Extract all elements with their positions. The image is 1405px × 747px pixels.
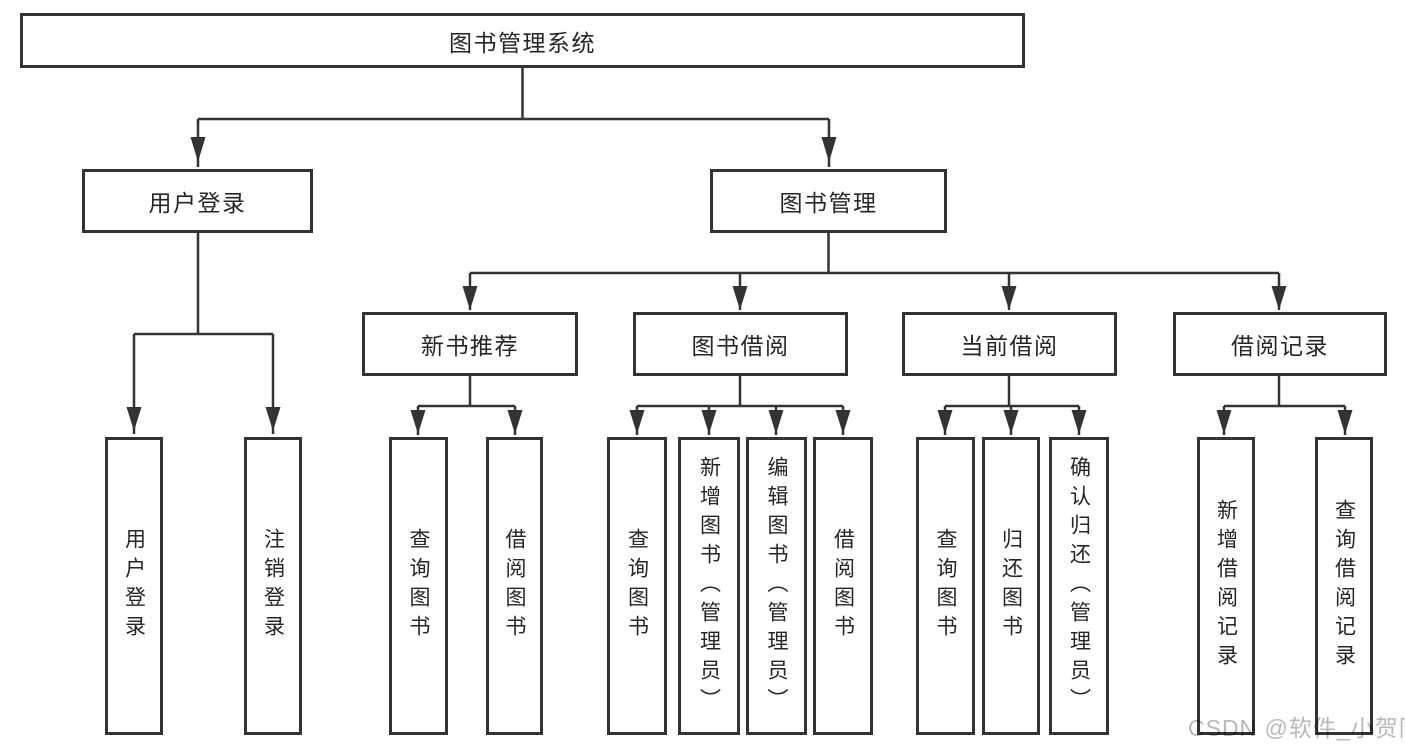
node-bb-add-books-admin: 新增图书（管理员） (678, 437, 740, 735)
node-label: 查询图书 (407, 528, 430, 644)
arrowhead-borrowing-records (1271, 286, 1287, 310)
node-label: 注销登录 (261, 528, 285, 644)
arrowheads (126, 137, 1353, 434)
arrowhead-bb-c4 (835, 410, 851, 434)
node-bb-edit-books-admin: 编辑图书（管理员） (746, 437, 807, 735)
node-label: 用户登录 (148, 190, 247, 216)
node-label: 用户登录 (122, 528, 146, 644)
arrowhead-user-login-leaf (126, 407, 142, 431)
node-cb-confirm-return-admin: 确认归还（管理员） (1049, 437, 1109, 735)
node-label: 图书管理系统 (449, 29, 596, 56)
arrowhead-nbr-c1 (410, 410, 426, 434)
node-label: 借阅图书 (503, 528, 526, 644)
arrowhead-book-management (821, 137, 837, 162)
arrowhead-logout-leaf (265, 407, 281, 431)
node-label: 归还图书 (999, 528, 1023, 644)
node-cb-return-books: 归还图书 (982, 437, 1040, 735)
arrowhead-book-borrowing (732, 286, 748, 310)
node-label: 查询图书 (625, 528, 649, 644)
node-label: 图书借阅 (691, 333, 790, 359)
node-user-login-leaf: 用户登录 (105, 437, 163, 735)
node-label: 图书管理 (779, 190, 878, 216)
arrowhead-br-c1 (1216, 410, 1232, 434)
node-nbr-borrow-books: 借阅图书 (486, 437, 543, 735)
node-logout-leaf: 注销登录 (244, 437, 302, 735)
node-root: 图书管理系统 (20, 13, 1025, 68)
arrowhead-bb-c2 (701, 410, 717, 434)
node-label: 确认归还（管理员） (1067, 455, 1091, 717)
node-book-borrowing: 图书借阅 (633, 312, 848, 376)
node-borrowing-records: 借阅记录 (1173, 312, 1387, 376)
node-label: 查询借阅记录 (1332, 499, 1356, 673)
node-label: 当前借阅 (960, 333, 1059, 359)
arrowhead-user-login (190, 137, 206, 162)
arrowhead-current-borrowing (1001, 286, 1017, 310)
node-bb-query-books: 查询图书 (607, 437, 667, 735)
arrowhead-cb-c2 (1003, 410, 1019, 434)
node-cb-query-books: 查询图书 (916, 437, 975, 735)
csdn-watermark: CSDN @软件_小贺同学 (1188, 715, 1405, 741)
node-br-add-record: 新增借阅记录 (1197, 437, 1255, 735)
arrowhead-bb-c3 (768, 410, 784, 434)
node-user-login: 用户登录 (82, 169, 313, 233)
arrowhead-new-book-recommend (462, 286, 478, 310)
node-new-book-recommend: 新书推荐 (362, 312, 578, 376)
node-label: 新增图书（管理员） (697, 455, 721, 717)
node-label: 借阅记录 (1231, 333, 1329, 359)
arrowhead-cb-c3 (1071, 410, 1087, 434)
node-label: 新增借阅记录 (1214, 499, 1238, 673)
arrowhead-bb-c1 (629, 410, 645, 434)
edge-lines (132, 68, 1347, 435)
arrowhead-cb-c1 (937, 410, 953, 434)
arrowhead-br-c2 (1337, 410, 1353, 434)
arrowhead-nbr-c2 (507, 410, 523, 434)
node-label: 新书推荐 (421, 333, 519, 359)
node-nbr-query-books: 查询图书 (389, 437, 448, 735)
node-label: 查询图书 (934, 528, 957, 644)
node-br-query-record: 查询借阅记录 (1315, 437, 1373, 735)
node-label: 借阅图书 (831, 528, 855, 644)
node-label: 编辑图书（管理员） (765, 455, 788, 717)
node-bb-borrow-books: 借阅图书 (813, 437, 873, 735)
node-book-management: 图书管理 (710, 169, 947, 233)
node-current-borrowing: 当前借阅 (902, 312, 1117, 376)
